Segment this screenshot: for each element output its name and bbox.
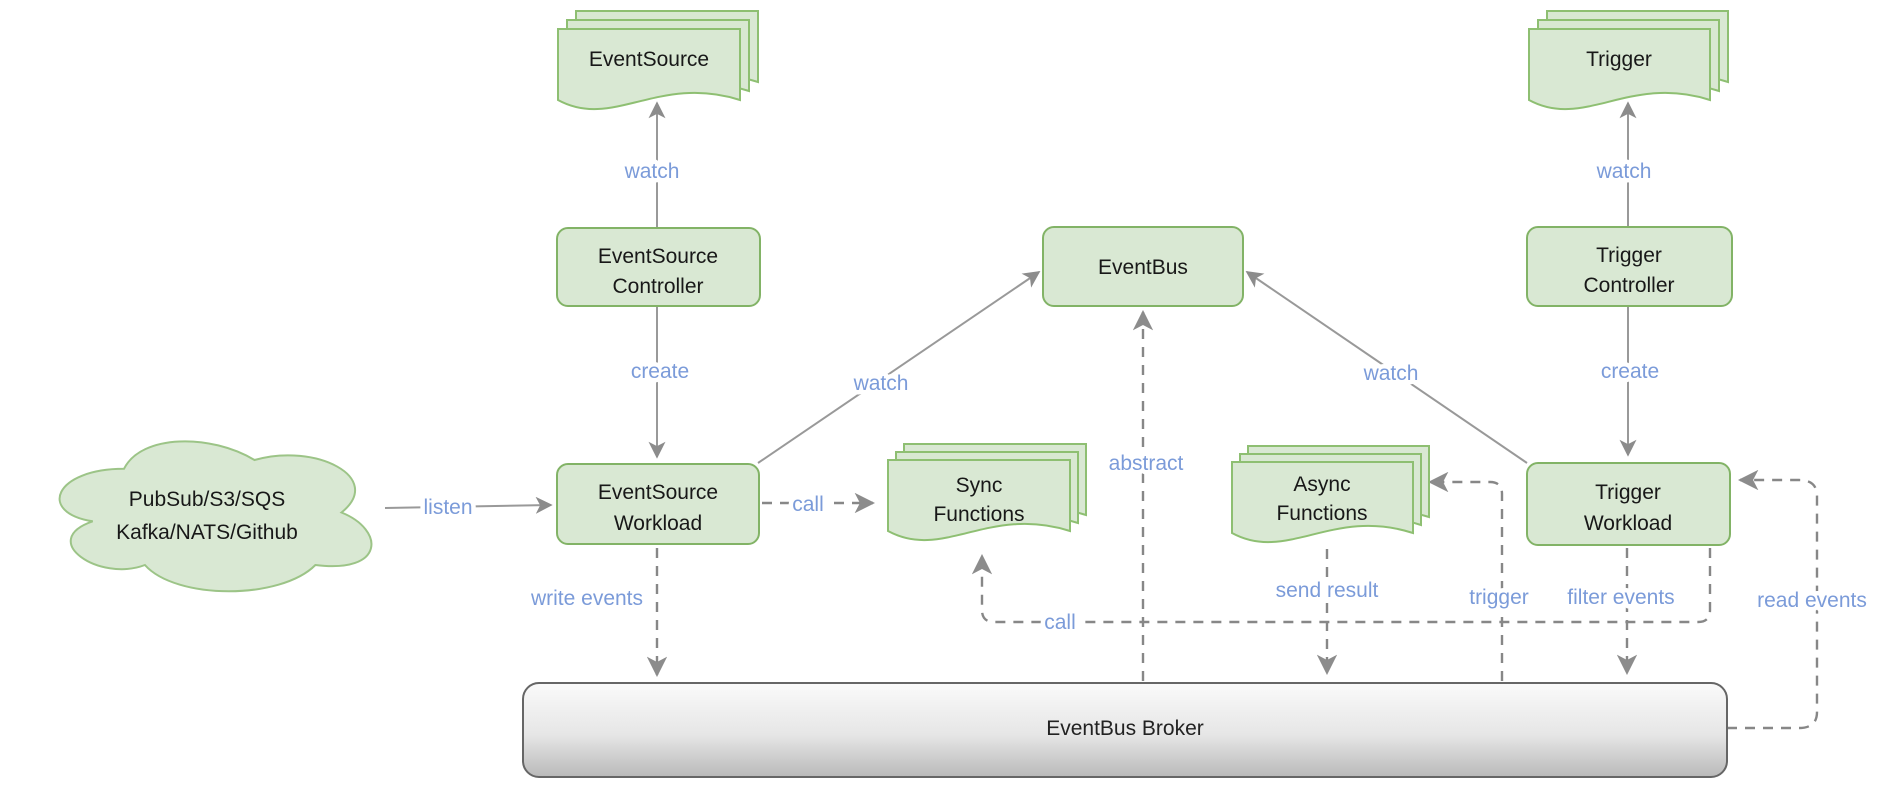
node-trigger-workload: Trigger Workload [1526, 462, 1731, 546]
cloud-label-line1: PubSub/S3/SQS [129, 488, 285, 511]
edge-call-from-trigger-workload [971, 548, 1712, 624]
edge-label-create-eventsource-workload: create [631, 360, 689, 383]
edge-label-watch-trigger: watch [1596, 160, 1652, 183]
edge-label-write-events: write events [530, 587, 643, 610]
box-shape [556, 463, 760, 545]
cloud-shape [58, 440, 373, 593]
doc-front-page [1231, 461, 1414, 544]
async-functions-label-line2: Functions [1276, 502, 1367, 525]
box-shape [1042, 226, 1244, 307]
edge-label-call-from-trigger-workload: call [1044, 611, 1076, 634]
edge-label-call-sync-functions: call [792, 493, 824, 516]
node-event-sources-cloud: PubSub/S3/SQS Kafka/NATS/Github [58, 440, 373, 593]
edge-label-watch-eventsource: watch [624, 160, 680, 183]
eventsource-controller-label-line1: EventSource [598, 245, 718, 268]
edge-watch-eventbus-left [757, 271, 1041, 464]
node-sync-functions: Sync Functions [887, 443, 1087, 542]
trigger-workload-label-line2: Workload [1584, 512, 1672, 535]
edge-watch-eventbus-right [1245, 271, 1528, 464]
sync-functions-label-line1: Sync [956, 474, 1003, 497]
doc-front-page [1528, 28, 1711, 111]
eventbus-label: EventBus [1098, 256, 1188, 279]
edge-label-send-result: send result [1276, 579, 1379, 602]
node-eventsource-docs: EventSource [557, 10, 759, 111]
box-shape [1526, 462, 1731, 546]
edges-dashed [646, 309, 1819, 730]
edge-trigger [1427, 471, 1504, 681]
edge-labels: watch create listen call watch watch wat… [419, 156, 1871, 639]
edge-label-watch-eventbus-left: watch [853, 372, 909, 395]
edge-label-read-events: read events [1757, 589, 1867, 612]
node-eventbus: EventBus [1042, 226, 1244, 307]
trigger-workload-label-line1: Trigger [1595, 481, 1661, 504]
node-async-functions: Async Functions [1231, 445, 1430, 544]
box-shape [1526, 226, 1733, 307]
node-trigger-controller: Trigger Controller [1526, 226, 1733, 307]
edge-label-trigger: trigger [1469, 586, 1529, 609]
edge-label-listen: listen [423, 496, 472, 519]
eventsource-docs-label: EventSource [589, 48, 709, 71]
node-eventsource-controller: EventSource Controller [556, 227, 761, 307]
eventsource-workload-label-line1: EventSource [598, 481, 718, 504]
eventsource-controller-label-line2: Controller [612, 275, 703, 298]
edge-label-create-trigger-workload: create [1601, 360, 1659, 383]
trigger-controller-label-line1: Trigger [1596, 244, 1662, 267]
async-functions-label-line1: Async [1293, 473, 1350, 496]
box-shape [556, 227, 761, 307]
trigger-controller-label-line2: Controller [1583, 274, 1674, 297]
edge-label-watch-eventbus-right: watch [1363, 362, 1419, 385]
node-trigger-docs: Trigger [1528, 10, 1729, 111]
eventbus-broker-label: EventBus Broker [1046, 717, 1204, 740]
cloud-label-line2: Kafka/NATS/Github [116, 521, 298, 544]
eventbus-broker-shape [522, 682, 1728, 778]
edges-solid [384, 101, 1637, 514]
edge-read-events [1727, 469, 1819, 730]
node-eventbus-broker: EventBus Broker [522, 682, 1728, 778]
edge-label-abstract: abstract [1109, 452, 1184, 475]
edge-listen [384, 496, 553, 514]
doc-front-page [887, 459, 1071, 542]
trigger-docs-label: Trigger [1586, 48, 1652, 71]
node-eventsource-workload: EventSource Workload [556, 463, 760, 545]
eventsource-workload-label-line2: Workload [614, 512, 702, 535]
doc-front-page [557, 28, 741, 111]
edge-label-filter-events: filter events [1567, 586, 1674, 609]
sync-functions-label-line2: Functions [933, 503, 1024, 526]
